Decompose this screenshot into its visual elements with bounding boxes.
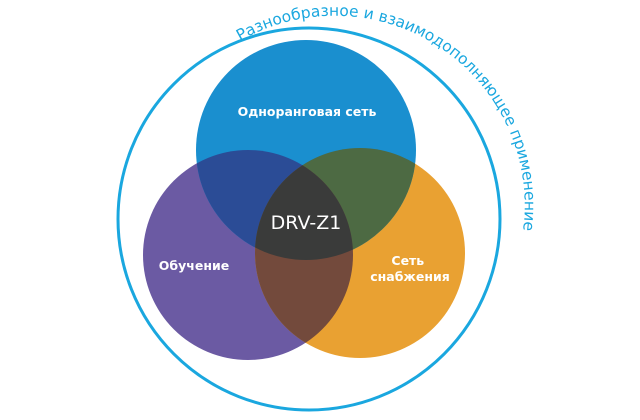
right-circle-label: Сеть снабжения [370, 253, 450, 284]
right-circle-label-line1: Сеть [391, 253, 424, 268]
overlap-center [255, 150, 353, 260]
top-circle-label: Одноранговая сеть [238, 104, 377, 119]
outer-ring [116, 26, 502, 412]
right-circle-label-line2: снабжения [370, 269, 450, 284]
left-circle-label: Обучение [159, 258, 229, 273]
center-label: DRV-Z1 [271, 212, 342, 234]
